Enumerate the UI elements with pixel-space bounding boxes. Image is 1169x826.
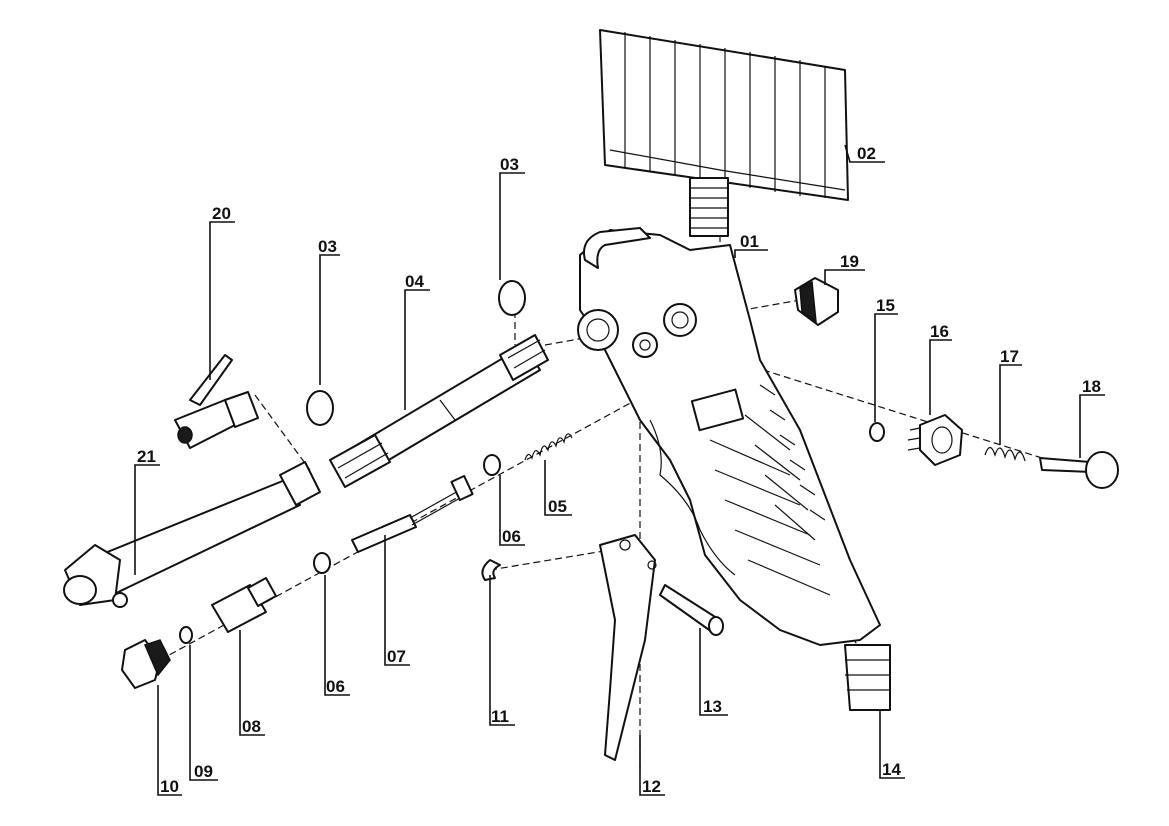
part-02-canister-adapter <box>599 29 849 237</box>
part-14-bottom-fitting <box>844 644 891 711</box>
part-19-cap-nut <box>794 277 839 326</box>
part-08-bushing <box>211 577 277 633</box>
label-13: 13 <box>703 697 722 716</box>
part-04-barrel <box>329 334 549 488</box>
label-16: 16 <box>930 322 949 341</box>
label-06-upper: 06 <box>502 527 521 546</box>
part-10-nut <box>121 639 171 689</box>
part-11-clip <box>481 559 501 581</box>
label-08: 08 <box>242 717 261 736</box>
label-07: 07 <box>387 647 406 666</box>
part-09-washer <box>179 626 193 644</box>
label-20: 20 <box>212 204 231 223</box>
label-03-top: 03 <box>500 155 519 174</box>
label-09: 09 <box>194 762 213 781</box>
part-18-plunger <box>1039 451 1119 489</box>
label-18: 18 <box>1082 377 1101 396</box>
axis-nozzle-to-body <box>544 299 801 346</box>
label-19: 19 <box>840 252 859 271</box>
label-10: 10 <box>160 777 179 796</box>
part-06-washers <box>313 454 501 574</box>
part-13-pin <box>659 584 724 636</box>
part-21-nozzle <box>63 461 321 608</box>
label-03-left: 03 <box>318 237 337 256</box>
part-12-trigger <box>599 534 657 761</box>
part-03-orings <box>306 280 526 426</box>
part-05-spring <box>524 433 573 461</box>
label-14: 14 <box>882 760 901 779</box>
label-12: 12 <box>642 777 661 796</box>
part-07-needle <box>351 474 474 553</box>
part-17-spring <box>984 446 1026 462</box>
part-15-washer <box>869 422 885 442</box>
label-04: 04 <box>405 272 424 291</box>
axis-valve-adapter <box>254 394 311 471</box>
label-05: 05 <box>548 497 567 516</box>
callout-leaders <box>134 144 1105 796</box>
label-01: 01 <box>740 232 759 251</box>
label-11: 11 <box>491 707 509 726</box>
callout-labels: 01 02 03 03 04 05 06 06 07 08 09 10 11 1… <box>137 144 1101 796</box>
part-20-valve-adapter <box>174 354 259 449</box>
part-16-hex-fitting <box>907 414 963 466</box>
label-02: 02 <box>857 144 876 163</box>
label-15: 15 <box>876 296 895 315</box>
part-01-gun-body <box>577 227 881 646</box>
label-21: 21 <box>137 447 156 466</box>
label-06-lower: 06 <box>326 677 345 696</box>
label-17: 17 <box>1000 347 1019 366</box>
